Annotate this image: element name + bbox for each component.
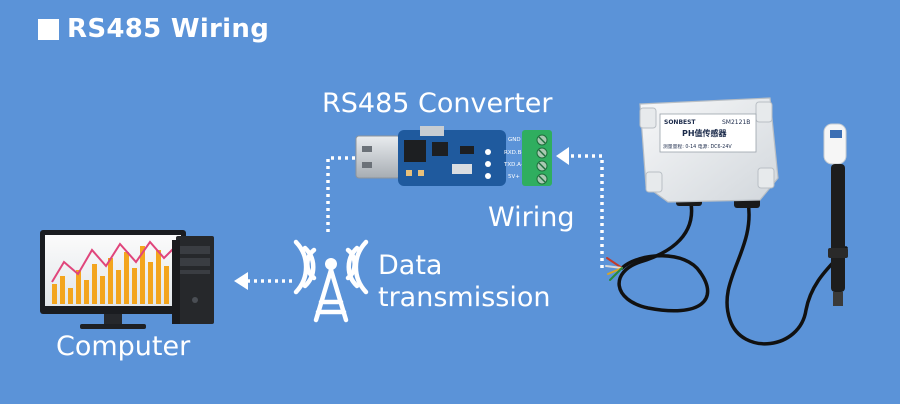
data-transmission-line-1: Data xyxy=(378,250,443,281)
sensor-name: PH值传感器 xyxy=(682,128,728,138)
signal-arrows xyxy=(248,154,604,283)
ph-probe-body xyxy=(831,164,845,292)
sensor-brand: SONBEST xyxy=(664,119,696,126)
usb-plug xyxy=(355,135,401,179)
title-square-icon xyxy=(38,18,59,40)
rs485-converter-illustration: GND RXD.B- TXD.A+ 5V+ xyxy=(355,126,552,186)
pin-label-rxd: RXD.B- xyxy=(504,150,523,156)
sensor-spec: 测量量程: 0-14 电源: DC6-24V xyxy=(663,143,732,150)
antenna-tower-icon xyxy=(293,239,369,323)
screen-line-chart xyxy=(51,240,177,283)
diagram-title: RS485 Wiring xyxy=(38,14,269,44)
monitor-base xyxy=(80,324,146,329)
screen-bar-chart xyxy=(52,246,169,304)
wiring-label: Wiring xyxy=(488,202,575,233)
data-transmission-line-2: transmission xyxy=(378,281,551,313)
pin-label-txd: TXD.A+ xyxy=(503,162,526,168)
pin-label-gnd: GND xyxy=(508,137,521,143)
converter-label: RS485 Converter xyxy=(322,88,553,119)
ph-sensor-illustration: SONBEST SM2121B PH值传感器 测量量程: 0-14 电源: DC… xyxy=(605,97,848,346)
title-text: RS485 Wiring xyxy=(67,14,270,44)
wiring-to-converter-arrow xyxy=(566,154,604,268)
converter-to-tower-arrow xyxy=(326,156,355,236)
sensor-cable-2 xyxy=(725,200,848,346)
arrowhead-converter xyxy=(556,147,569,165)
data-transmission-label: Data transmission xyxy=(378,250,550,314)
monitor-neck xyxy=(104,314,122,324)
sensor-model: SM2121B xyxy=(722,119,750,126)
sensor-label-plate xyxy=(659,113,757,153)
computer-illustration xyxy=(40,230,214,329)
pin-label-5v: 5V+ xyxy=(508,174,520,180)
sensor-cable-1 xyxy=(617,196,710,313)
arrowhead-computer xyxy=(234,272,248,290)
computer-label: Computer xyxy=(56,331,191,362)
